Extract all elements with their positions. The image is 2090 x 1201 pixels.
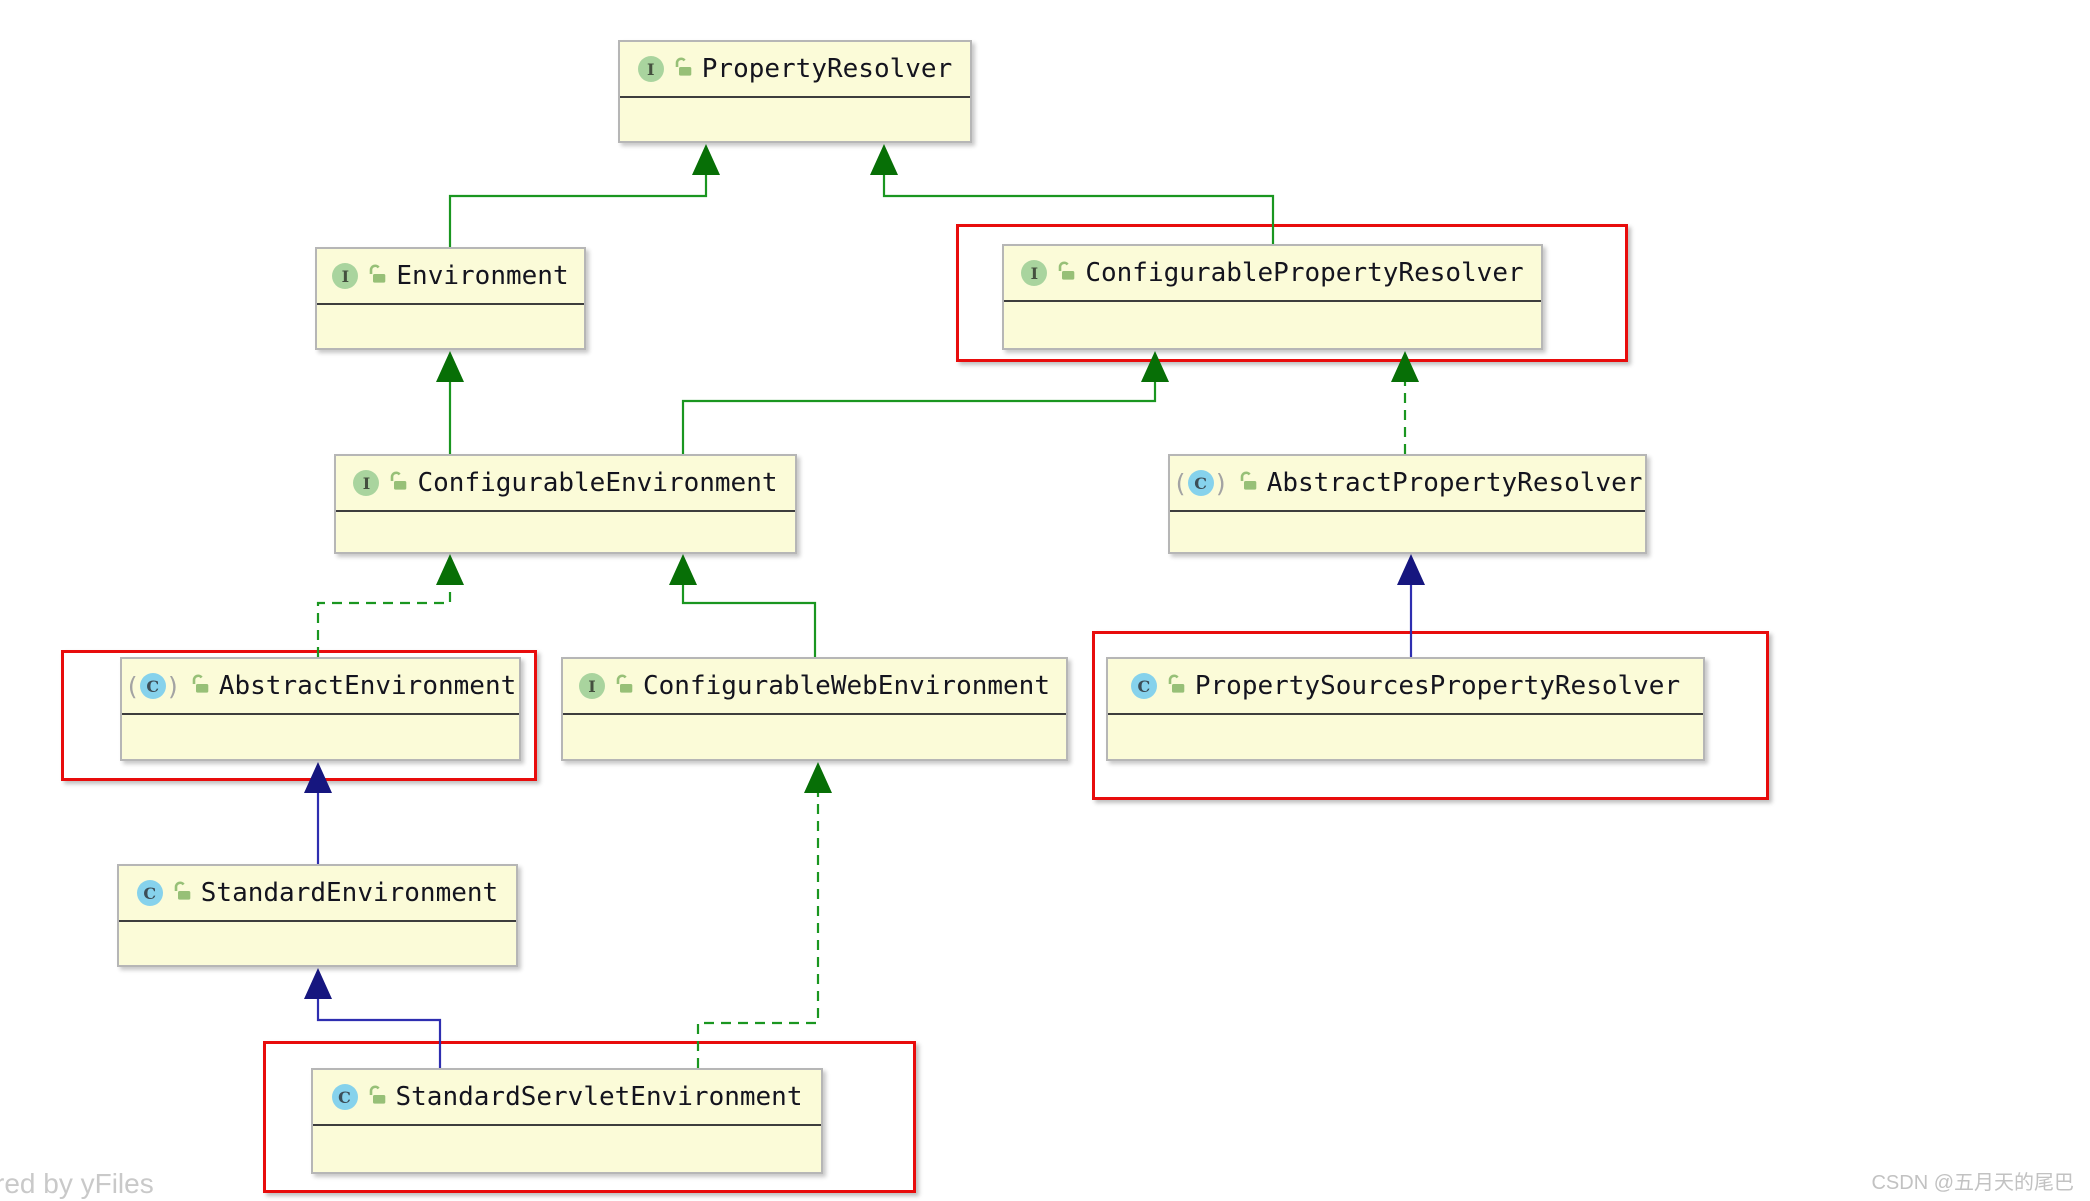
class-name-label: Environment	[396, 261, 569, 291]
node-header: I PropertyResolver	[620, 42, 970, 98]
members-compartment	[119, 922, 516, 965]
class-node-standard-environment[interactable]: C StandardEnvironment	[117, 864, 518, 967]
class-name-label: StandardServletEnvironment	[395, 1082, 803, 1112]
edge-implements-standard-servlet-environment--configurable-web-environment	[696, 792, 820, 1068]
arrowhead-standard-servlet-environment--standard-environment	[304, 968, 332, 999]
class-node-property-sources-property-resolver[interactable]: C PropertySourcesPropertyResolver	[1106, 657, 1705, 761]
interface-icon: I	[353, 470, 380, 496]
members-compartment	[336, 512, 795, 552]
yfiles-watermark: red by yFiles	[0, 1168, 154, 1199]
public-modifier-lock-icon	[190, 674, 210, 694]
arrowhead-environment--property-resolver	[692, 144, 720, 175]
interface-icon: I	[332, 263, 359, 289]
interface-icon: I	[579, 673, 605, 699]
arrowhead-abstract-environment--configurable-environment	[436, 554, 464, 585]
class-node-abstract-environment[interactable]: (C) AbstractEnvironment	[120, 657, 521, 761]
edge-extends-configurable-environment--configurable-property-resolver	[681, 381, 1157, 454]
highlight-rect-standard-servlet-environment	[263, 1041, 916, 1193]
node-header: (C) AbstractEnvironment	[122, 659, 519, 715]
class-node-environment[interactable]: I Environment	[315, 247, 586, 350]
arrowhead-property-sources-property-resolver--abstract-property-resolver	[1397, 554, 1425, 585]
members-compartment	[563, 715, 1066, 759]
class-node-standard-servlet-environment[interactable]: C StandardServletEnvironment	[311, 1068, 823, 1174]
class-icon: C	[331, 1084, 358, 1110]
class-node-configurable-environment[interactable]: I ConfigurableEnvironment	[334, 454, 797, 554]
public-modifier-lock-icon	[172, 881, 192, 901]
highlight-rect-configurable-property-resolver	[956, 224, 1628, 362]
public-modifier-lock-icon	[614, 674, 634, 694]
class-icon: C	[1130, 673, 1157, 699]
node-header: I Environment	[317, 249, 584, 305]
node-header: C StandardServletEnvironment	[313, 1070, 821, 1126]
edge-implements-abstract-environment--configurable-environment	[316, 584, 452, 657]
class-name-label: AbstractPropertyResolver	[1266, 468, 1643, 498]
node-header: I ConfigurablePropertyResolver	[1004, 246, 1541, 302]
arrowhead-standard-servlet-environment--configurable-web-environment	[804, 762, 832, 793]
node-header: (C) AbstractPropertyResolver	[1170, 456, 1645, 512]
public-modifier-lock-icon	[1238, 471, 1258, 491]
open-lock-glyph	[370, 264, 386, 283]
csdn-watermark: CSDN @五月天的尾巴	[1871, 1172, 2074, 1194]
node-header: C PropertySourcesPropertyResolver	[1108, 659, 1703, 715]
public-modifier-lock-icon	[1166, 674, 1186, 694]
edge-extends-environment--property-resolver	[448, 174, 708, 247]
open-lock-glyph	[616, 674, 633, 693]
class-node-configurable-property-resolver[interactable]: I ConfigurablePropertyResolver	[1002, 244, 1543, 350]
class-name-label: AbstractEnvironment	[218, 671, 517, 701]
public-modifier-lock-icon	[367, 1085, 387, 1105]
class-node-configurable-web-environment[interactable]: I ConfigurableWebEnvironment	[561, 657, 1068, 761]
interface-icon: I	[1021, 260, 1048, 286]
public-modifier-lock-icon	[1056, 261, 1076, 281]
open-lock-glyph	[675, 57, 692, 76]
class-name-label: ConfigurablePropertyResolver	[1085, 258, 1524, 288]
interface-icon: I	[637, 56, 664, 82]
abstract-class-icon: (C)	[1172, 468, 1229, 498]
members-compartment	[1170, 512, 1645, 552]
class-node-abstract-property-resolver[interactable]: (C) AbstractPropertyResolver	[1168, 454, 1647, 554]
edge-extends-configurable-web-environment--configurable-environment	[681, 584, 817, 657]
highlight-rect-abstract-environment	[61, 650, 537, 781]
public-modifier-lock-icon	[673, 57, 693, 77]
arrowhead-configurable-web-environment--configurable-environment	[669, 554, 697, 585]
highlight-rect-property-sources-property-resolver	[1092, 631, 1769, 800]
arrowhead-configurable-environment--environment	[436, 351, 464, 382]
open-lock-glyph	[1240, 471, 1257, 490]
arrowhead-configurable-property-resolver--property-resolver	[870, 144, 898, 175]
open-lock-glyph	[391, 471, 407, 490]
class-icon: C	[136, 880, 163, 906]
class-name-label: StandardEnvironment	[200, 878, 499, 908]
node-header: I ConfigurableWebEnvironment	[563, 659, 1066, 715]
class-node-property-resolver[interactable]: I PropertyResolver	[618, 40, 972, 143]
class-name-label: ConfigurableEnvironment	[417, 468, 778, 498]
open-lock-glyph	[369, 1085, 385, 1104]
node-header: C StandardEnvironment	[119, 866, 516, 922]
open-lock-glyph	[1168, 674, 1185, 693]
class-name-label: PropertyResolver	[701, 54, 953, 84]
open-lock-glyph	[1059, 261, 1075, 280]
class-name-label: PropertySourcesPropertyResolver	[1194, 671, 1681, 701]
class-name-label: ConfigurableWebEnvironment	[643, 671, 1050, 701]
open-lock-glyph	[174, 881, 191, 900]
abstract-class-icon: (C)	[124, 671, 181, 701]
members-compartment	[317, 305, 584, 348]
public-modifier-lock-icon	[388, 471, 408, 491]
open-lock-glyph	[192, 674, 209, 693]
public-modifier-lock-icon	[367, 264, 387, 284]
node-header: I ConfigurableEnvironment	[336, 456, 795, 512]
members-compartment	[620, 98, 970, 141]
